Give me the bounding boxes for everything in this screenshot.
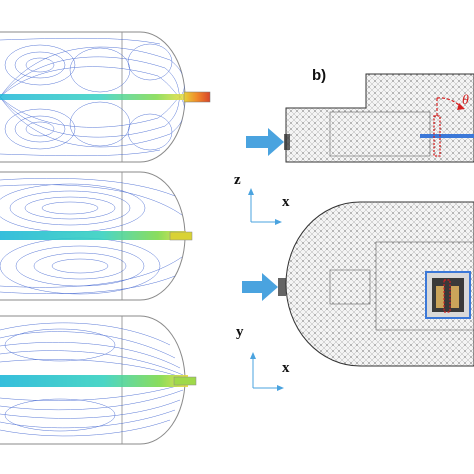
probe-red-marker [443,279,451,313]
streamline-panel-2 [0,171,193,301]
angle-arrowhead [457,103,465,110]
mesh-top-inner-left-box [329,269,371,305]
probe-tip-vertical [433,115,441,157]
streamline-panel-1 [0,31,211,163]
inlet-nozzle-bottom [278,278,286,296]
axis-indicator-bottom: y x [236,324,290,391]
axis-top-vertical-label: z [234,172,241,188]
angle-symbol: θ [462,93,469,108]
jet-core-1 [0,94,184,100]
outlet-pipe-1 [183,91,211,103]
probe-highlight-right [451,286,459,308]
axis-indicator-top: z x [234,172,290,225]
mesh-top-body [285,201,474,367]
axis-bottom-vertical-label: y [236,324,244,340]
inlet-arrow-top [246,128,284,156]
jet-core-3 [0,375,188,387]
panel-b-label: b) [312,67,326,84]
mesh-top-inner-right-box [375,241,474,331]
inlet-nozzle-top [284,134,290,150]
outlet-pipe-2 [169,231,193,241]
mesh-side-view: θ [246,73,474,163]
mesh-top-view [242,201,474,367]
probe-highlight-left [436,286,444,308]
streamline-panel-3 [0,315,197,445]
axis-bottom-horizontal-label: x [282,360,290,376]
jet-core-2 [0,231,186,240]
streamlines-3 [0,322,185,437]
outlet-pipe-3 [173,376,197,386]
inlet-arrow-bottom [242,273,278,301]
mesh-side-body [285,73,474,163]
axis-top-horizontal-label: x [282,194,290,210]
